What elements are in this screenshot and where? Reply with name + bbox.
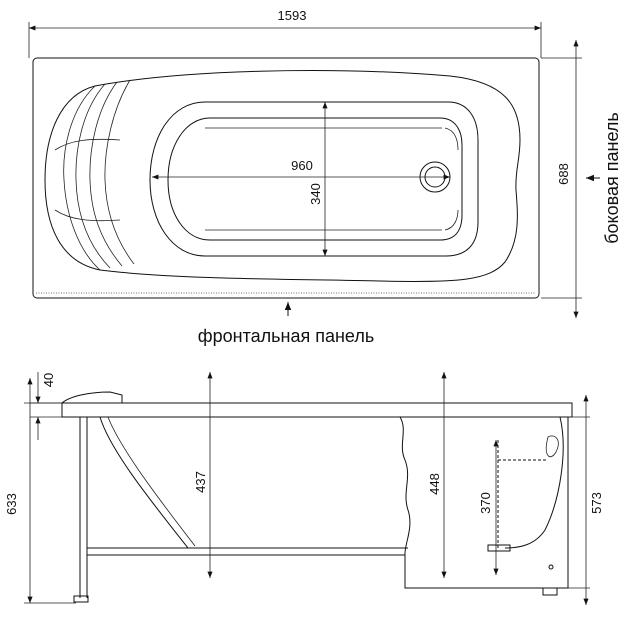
front-panel-side: [399, 416, 569, 589]
inner-bottom: [149, 101, 479, 257]
depth-left-label: 437: [193, 471, 208, 493]
inner-length-label: 960: [291, 158, 313, 173]
tub-outline-top: [32, 57, 540, 299]
basin-outline: [44, 70, 521, 283]
rim-label: 40: [41, 373, 56, 387]
panel-height-label: 573: [589, 492, 604, 514]
total-height-label: 633: [4, 493, 19, 515]
tub-rim-side: [61, 402, 573, 418]
side-panel-label: боковая панель: [602, 112, 622, 244]
width-label: 688: [556, 163, 571, 185]
tub-shell-side: [99, 416, 408, 549]
drain-height-label: 370: [478, 492, 493, 514]
side-view: 40 633 437 448 370 573: [4, 372, 604, 605]
length-label: 1593: [278, 8, 307, 23]
inner-width-label: 340: [308, 183, 323, 205]
depth-right-label: 448: [427, 473, 442, 495]
top-view: 1593 688 боковая панель 960 340 фронталь…: [28, 8, 622, 346]
front-panel-label: фронтальная панель: [198, 326, 374, 346]
